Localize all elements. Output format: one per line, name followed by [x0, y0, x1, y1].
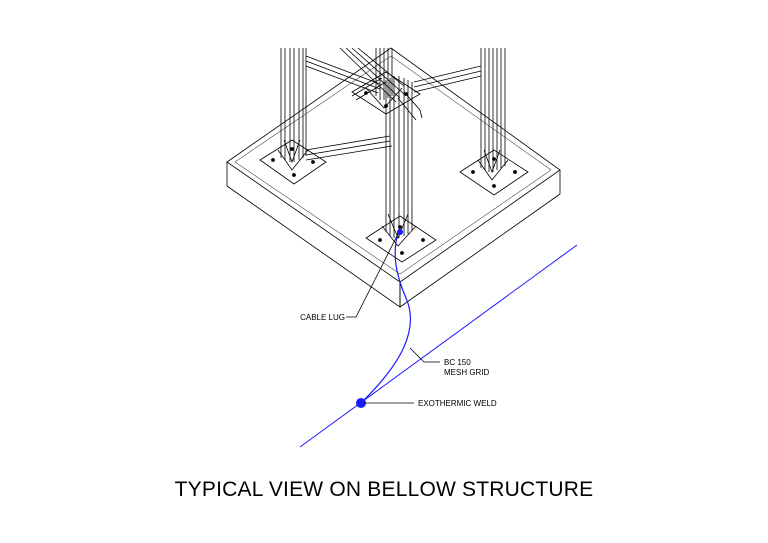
base-plate-right — [459, 149, 529, 196]
column-left — [277, 48, 309, 171]
riser-conductor — [360, 231, 411, 404]
foundation-slab — [226, 47, 561, 308]
column-right — [477, 48, 509, 181]
base-plate-front — [365, 215, 437, 263]
column-front — [381, 76, 417, 247]
earthing-conductor — [299, 231, 578, 448]
exothermic-weld-dot — [356, 398, 366, 408]
bc150-label: BC 150 — [444, 358, 471, 367]
mesh-grid-line — [299, 244, 578, 448]
drawing-title: TYPICAL VIEW ON BELLOW STRUCTURE — [174, 478, 594, 501]
cable-lug-dot — [397, 229, 403, 235]
base-plate-left — [259, 139, 327, 185]
cable-lug-label: CABLE LUG — [300, 313, 345, 322]
leaders — [346, 233, 440, 404]
exothermic-weld-label: EXOTHERMIC WELD — [418, 399, 497, 408]
mesh-grid-label: MESH GRID — [444, 368, 490, 377]
bracing — [305, 47, 482, 161]
